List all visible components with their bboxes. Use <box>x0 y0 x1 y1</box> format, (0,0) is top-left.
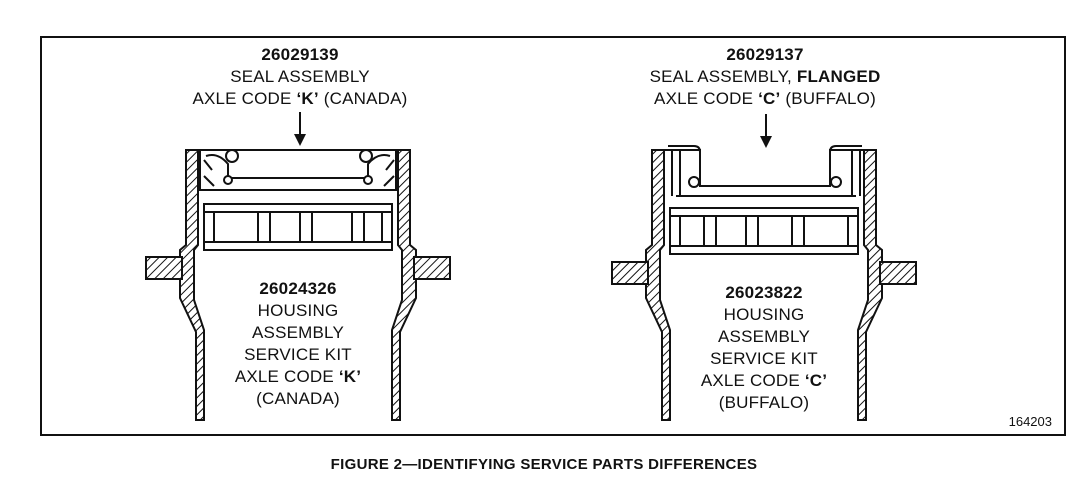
left-seal-label: 26029139 SEAL ASSEMBLY AXLE CODE ‘K’ (CA… <box>150 44 450 110</box>
reference-number: 164203 <box>1008 414 1052 429</box>
left-housing-label: 26024326 HOUSING ASSEMBLY SERVICE KIT AX… <box>196 278 400 410</box>
right-seal-label: 26029137 SEAL ASSEMBLY, FLANGED AXLE COD… <box>600 44 930 110</box>
right-housing-line: HOUSING <box>723 305 805 324</box>
figure-caption: FIGURE 2—IDENTIFYING SERVICE PARTS DIFFE… <box>330 456 758 473</box>
right-housing-label: 26023822 HOUSING ASSEMBLY SERVICE KIT AX… <box>662 282 866 414</box>
left-housing-line: HOUSING <box>257 301 339 320</box>
left-housing-part-number: 26024326 <box>259 279 337 298</box>
left-housing-line: SERVICE KIT <box>244 345 352 364</box>
right-seal-axle-code: AXLE CODE ‘C’ (BUFFALO) <box>654 89 876 108</box>
right-seal-part-number: 26029137 <box>726 45 804 64</box>
figure-frame <box>40 36 1066 436</box>
left-seal-part-number: 26029139 <box>261 45 339 64</box>
left-housing-line: ASSEMBLY <box>252 323 344 342</box>
left-housing-region: (CANADA) <box>256 389 340 408</box>
right-housing-part-number: 26023822 <box>725 283 803 302</box>
right-housing-region: (BUFFALO) <box>718 393 810 412</box>
left-seal-name: SEAL ASSEMBLY <box>230 67 370 86</box>
left-housing-axle-code: AXLE CODE ‘K’ <box>234 367 362 386</box>
right-seal-arrow <box>760 114 772 148</box>
left-housing <box>145 149 451 421</box>
right-housing-line: ASSEMBLY <box>718 327 810 346</box>
left-seal-arrow <box>294 112 306 146</box>
right-housing <box>611 145 917 421</box>
right-housing-line: SERVICE KIT <box>710 349 818 368</box>
right-housing-axle-code: AXLE CODE ‘C’ <box>700 371 828 390</box>
left-seal-axle-code: AXLE CODE ‘K’ (CANADA) <box>192 89 408 108</box>
right-seal-name: SEAL ASSEMBLY, FLANGED <box>649 67 881 86</box>
